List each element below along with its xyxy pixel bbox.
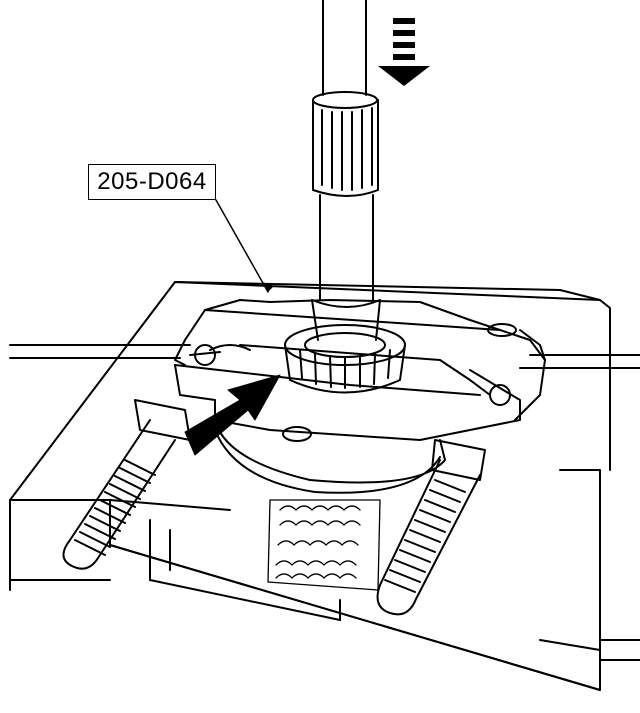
press-bed [9,344,640,661]
gear-shaft [267,499,381,591]
diagonal-arrow-icon [184,374,281,456]
callout-leader [215,199,269,293]
splitter-front-plate [174,364,521,494]
threaded-rod-left [62,399,191,570]
bearing-nut [284,324,406,394]
tool-callout: 205-D064 [88,164,216,200]
vise-block [9,281,611,691]
threaded-rod-right [376,439,486,616]
down-arrow-icon [378,18,430,86]
tool-number-label: 205-D064 [97,168,207,195]
bearing-splitter-plate [174,299,546,421]
press-ram [311,0,381,341]
